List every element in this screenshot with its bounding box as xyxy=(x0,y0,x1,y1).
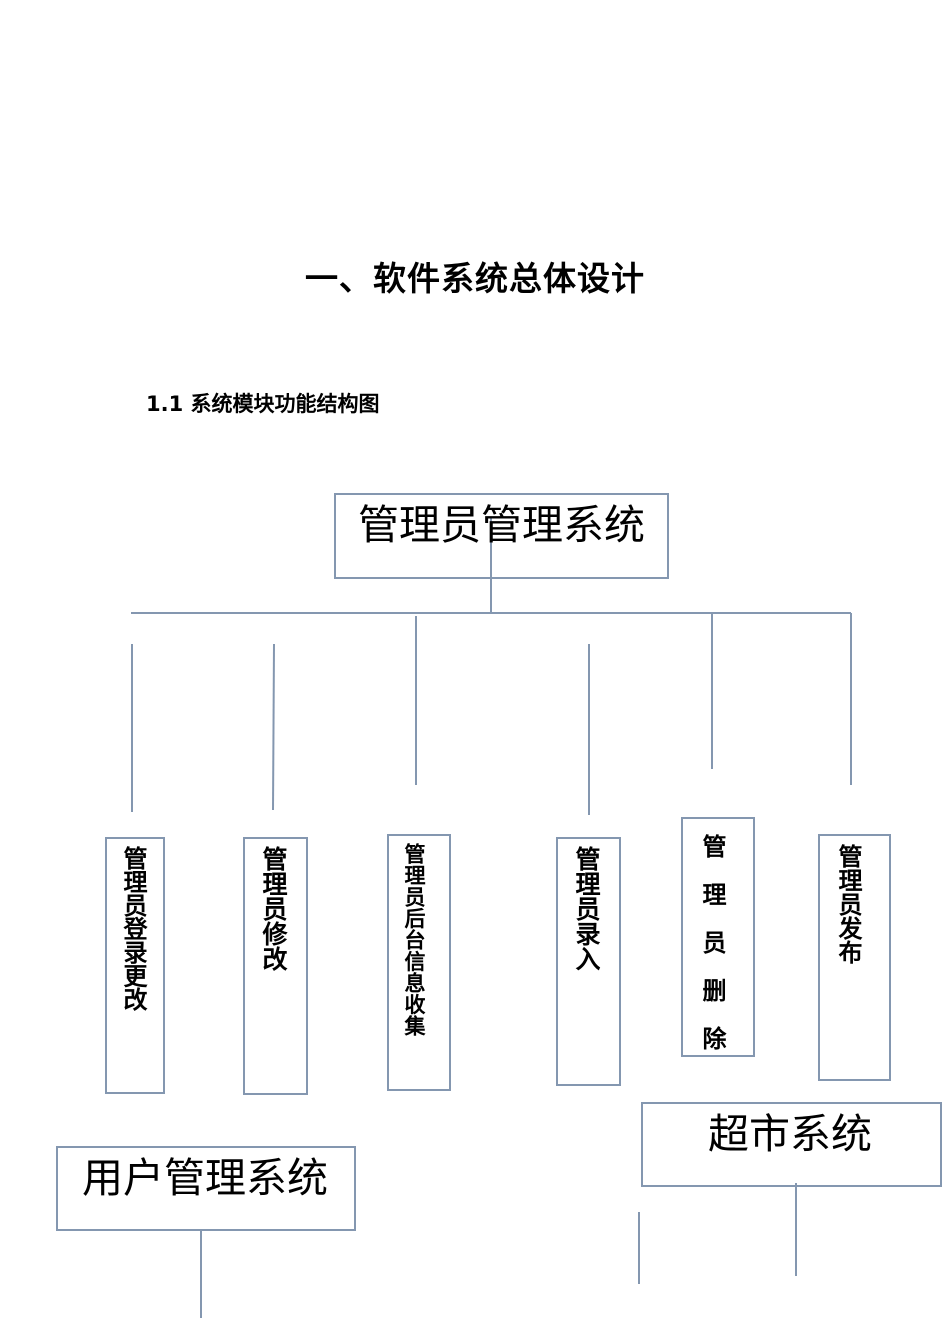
module-label-publish: 管理员发布 xyxy=(834,844,862,964)
subsection-heading: 1.1 系统模块功能结构图 xyxy=(146,392,380,416)
user-system-title: 用户管理系统 xyxy=(82,1154,328,1202)
branch-line-2 xyxy=(272,643,275,811)
admin-system-box xyxy=(334,493,669,579)
admin-system-title: 管理员管理系统 xyxy=(358,501,645,549)
module-box-publish xyxy=(818,834,891,1081)
module-label-login-change: 管理员登录更改 xyxy=(119,846,147,1011)
module-label-info-collection: 管理员后台信息收集 xyxy=(402,843,426,1037)
module-box-info-collection xyxy=(387,834,451,1091)
module-box-login-change xyxy=(105,837,165,1094)
module-label-delete: 管理员删除 xyxy=(698,834,726,1074)
market-system-title: 超市系统 xyxy=(708,1110,872,1158)
module-box-delete xyxy=(681,817,755,1057)
module-box-entry xyxy=(556,837,621,1086)
market-system-box xyxy=(641,1102,942,1187)
module-box-modify xyxy=(243,837,308,1095)
module-label-modify: 管理员修改 xyxy=(259,846,288,971)
module-label-entry: 管理员录入 xyxy=(572,846,601,971)
section-heading: 一、软件系统总体设计 xyxy=(305,259,645,298)
user-system-box xyxy=(56,1146,356,1231)
